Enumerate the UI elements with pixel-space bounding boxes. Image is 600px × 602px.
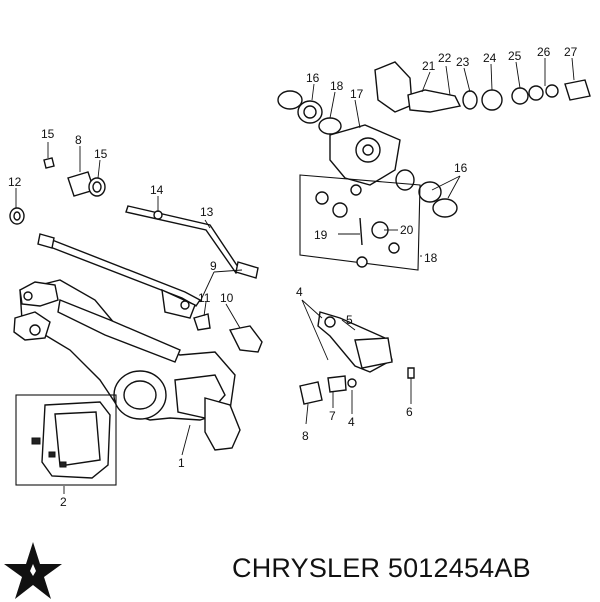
axle-shafts [37,205,259,319]
exploded-axle-diagram: 15 8 15 12 14 13 9 11 10 1 2 4 5 8 7 4 6… [8,45,591,509]
callout-13: 13 [200,205,214,219]
ring-pinion-group [374,61,591,113]
callout-7: 7 [329,409,336,423]
callout-16: 16 [306,71,320,85]
callout-1: 1 [178,456,185,470]
callout-19: 19 [314,228,328,242]
callout-12: 12 [8,175,22,189]
callout-4: 4 [348,415,355,429]
brand-label: CHRYSLER 5012454AB [232,553,531,584]
callout-2: 2 [60,495,67,509]
chrysler-pentastar-logo [4,542,62,599]
callout-8: 8 [302,429,309,443]
callout-24: 24 [483,51,497,65]
callout-15: 15 [41,127,55,141]
callout-15: 15 [94,147,108,161]
callout-18: 18 [424,251,438,265]
part-number: 5012454AB [387,553,531,583]
callout-27: 27 [564,45,578,59]
callout-18: 18 [330,79,344,93]
axle-housing [13,279,241,451]
brand-name: CHRYSLER [232,553,381,583]
callout-25: 25 [508,49,522,63]
callout-16: 16 [454,161,468,175]
small-parts [9,157,263,353]
callout-22: 22 [438,51,452,65]
callout-8: 8 [75,133,82,147]
callout-10: 10 [220,291,234,305]
callout-5: 5 [346,313,353,327]
callout-6: 6 [406,405,413,419]
callout-14: 14 [150,183,164,197]
callout-numbers: 15 8 15 12 14 13 9 11 10 1 2 4 5 8 7 4 6… [8,45,578,509]
callout-26: 26 [537,45,551,59]
knuckle-group [299,311,415,405]
cover-kit-box [15,394,117,494]
callout-23: 23 [456,55,470,69]
callout-21: 21 [422,59,436,73]
callout-4: 4 [296,285,303,299]
leader-lines [15,57,575,456]
differential-group [277,90,458,271]
callout-11: 11 [198,291,211,305]
callout-17: 17 [350,87,364,101]
callout-20: 20 [400,223,414,237]
callout-9: 9 [210,259,217,273]
